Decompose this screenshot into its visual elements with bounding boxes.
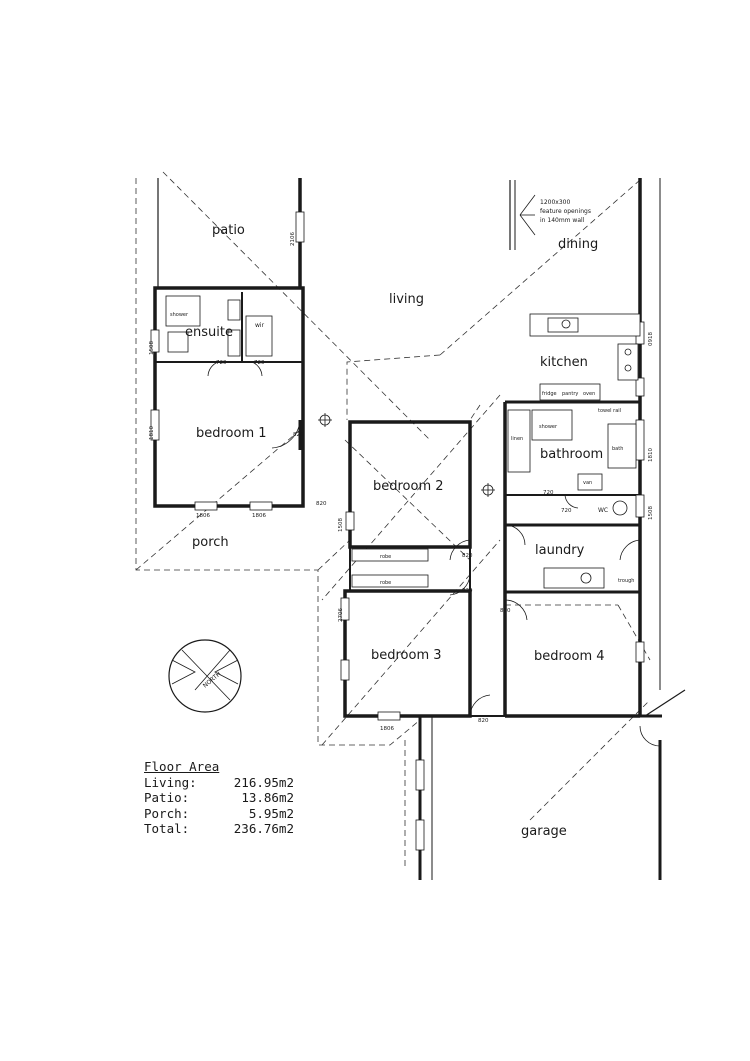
ceiling-fan-icon [318,413,495,497]
room-label-dining: dining [558,237,598,252]
dim-door-bed1: 820 [293,432,304,438]
room-label-bedroom-4: bedroom 4 [534,649,605,664]
floor-area-row: Porch: 5.95m2 [144,806,294,822]
floor-area-row-label: Porch: [144,805,190,821]
feature-note-line-3: in 140mm wall [540,217,585,224]
feature-note-line-1: 1200x300 [540,199,570,206]
room-label-laundry: laundry [535,543,585,558]
room-label-bedroom-3: bedroom 3 [371,648,442,663]
feature-note-arrows [519,194,536,236]
doors [207,361,661,747]
room-label-garage: garage [521,824,567,839]
dim-window-porch-2: 1806 [252,513,266,519]
floor-area-row-value: 236.76m2 [233,821,294,836]
floor-area-row-value: 13.86m2 [241,790,294,805]
dim-door-bed3: 820 [462,588,473,594]
dim-door-wc: 720 [561,508,572,514]
floor-area-row-value: 216.95m2 [233,774,294,790]
fixture-label-bath: bath [612,446,623,452]
floor-area-row: Living: 216.95m2 [144,775,294,791]
dim-door-garage: 820 [478,718,489,724]
dim-door-bed2: 820 [462,553,473,559]
fixture-label-trough: trough [618,578,634,584]
room-label-bedroom-1: bedroom 1 [196,426,267,441]
windows [150,211,645,851]
fixture-label-robe-2: robe [380,580,391,586]
dim-window-bathroom: 1810 [648,448,654,462]
north-compass-icon: NORTH [168,639,242,713]
floor-area-row: Patio: 13.86m2 [144,790,294,806]
floor-area-row-label: Patio: [144,790,190,805]
dimension-labels: 820 820 720 720 1806 1806 820 820 820 82… [149,232,654,732]
room-labels: patio living dining kitchen ensuite wir … [185,223,608,839]
room-label-ensuite: ensuite [185,325,233,340]
fixture-label-ensuite-shower: shower [170,312,189,318]
walls [153,178,686,880]
fixture-label-robe-1: robe [380,554,391,560]
feature-note: 1200x300 feature openings in 140mm wall [540,199,591,224]
fixture-label-fridge: fridge [542,391,557,397]
fixture-label-pantry: pantry [562,391,578,397]
dim-window-bed3-side: 2706 [338,608,344,622]
dim-window-patio: 2106 [290,232,296,246]
room-label-wc: WC [598,507,608,514]
roof-outline [135,171,651,870]
dim-window-ensuite: 1508 [149,341,155,355]
room-label-wir: wir [255,322,265,329]
fixture-label-linen: linen [511,436,523,442]
room-label-living: living [389,292,424,307]
dim-window-bed3: 1806 [380,726,394,732]
room-label-bedroom-2: bedroom 2 [373,479,444,494]
floor-area-legend: Floor Area Living: 216.95m2 Patio: 13.86… [144,759,294,837]
dim-door-ensuite: 720 [216,360,227,366]
floor-area-row-label: Living: [144,774,197,790]
dim-window-wc: 1508 [648,506,654,520]
dim-door-bathroom: 720 [543,490,554,496]
dim-window-kitchen: 0918 [648,332,654,346]
dim-window-bed1: 1810 [149,426,155,440]
fixtures [165,295,641,589]
dim-window-bed2-side: 1508 [338,518,344,532]
dim-door-wir: 720 [254,360,265,366]
fixture-label-vanity: van [583,480,592,486]
floor-area-row-label: Total: [144,821,190,836]
fixture-label-oven: oven [583,391,595,397]
dim-window-porch-1: 1806 [196,513,210,519]
dim-door-bed4: 820 [500,608,511,614]
feature-note-line-2: feature openings [540,208,591,215]
room-label-kitchen: kitchen [540,355,588,370]
room-label-bathroom: bathroom [540,447,603,462]
floor-area-row-value: 5.95m2 [248,805,294,821]
room-label-patio: patio [212,223,245,238]
fixture-label-towel-rail: towel rail [598,408,621,414]
floor-area-title: Floor Area [144,759,220,774]
dim-door-porch: 820 [316,501,327,507]
fixture-labels: shower shower linen fridge pantry oven t… [170,312,634,586]
floor-area-row: Total: 236.76m2 [144,821,294,837]
fixture-label-bath-shower: shower [539,424,558,430]
room-label-porch: porch [192,535,229,550]
